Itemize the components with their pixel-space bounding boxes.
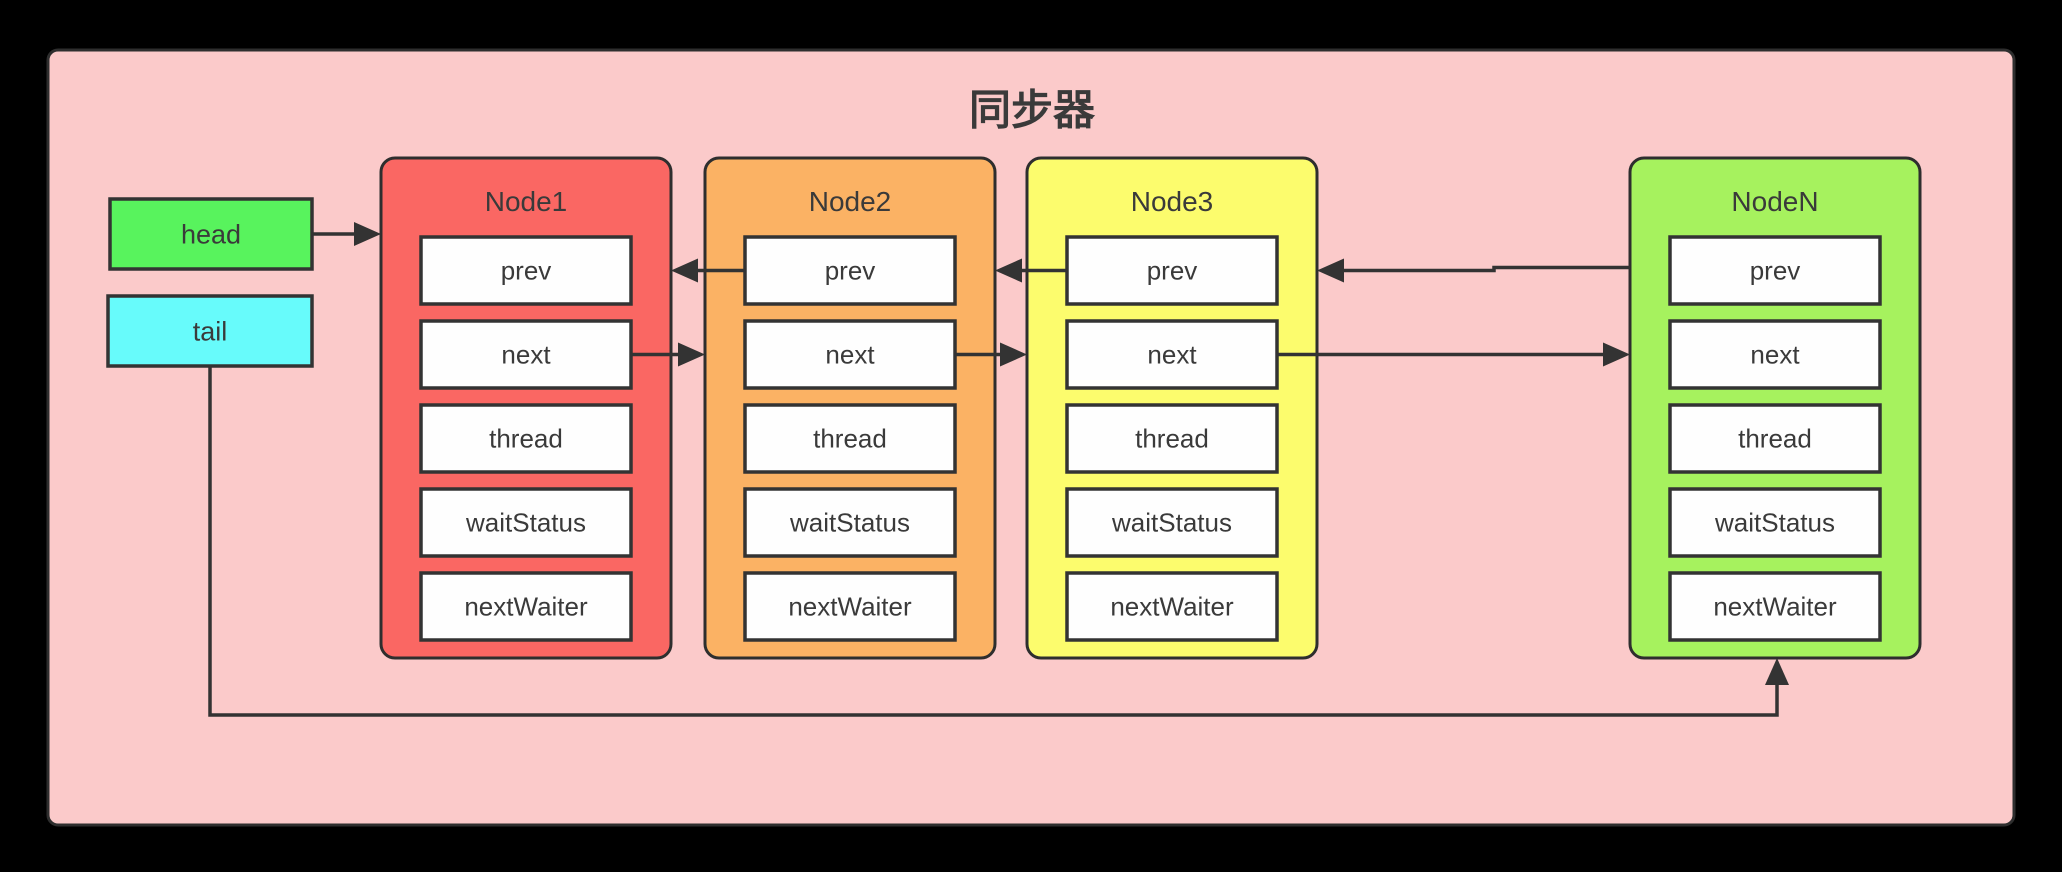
field-label-node3-prev: prev [1147, 256, 1198, 286]
field-box-nodeN-waitStatus [1668, 487, 1882, 558]
arrow-head-to-node1 [312, 222, 381, 246]
field-label-node2-next: next [825, 340, 875, 370]
arrow-tail-to-nodeN-line [208, 366, 1779, 717]
tail-pointer: tail [106, 294, 314, 368]
node-node3: Node3 prev next thread waitStatus nextWaiter [1025, 156, 1319, 660]
field-box-node3-nextWaiter [1065, 571, 1279, 642]
field-box-nodeN-nextWaiter [1668, 571, 1882, 642]
tail-pointer-label: tail [193, 316, 228, 346]
field-label-node3-thread: thread [1135, 424, 1209, 454]
field-label-node2-thread: thread [813, 424, 887, 454]
node-node1: Node1 prev next thread waitStatus nextWaiter [379, 156, 673, 660]
field-box-node3-thread [1065, 403, 1279, 474]
field-label-nodeN-nextWaiter: nextWaiter [1713, 592, 1837, 622]
arrow-node2-next-to-node3 [955, 342, 1027, 367]
field-label-node1-waitStatus: waitStatus [465, 508, 586, 538]
field-box-node1-prev [419, 235, 633, 306]
arrow-node3-prev-to-node2-arrowhead-icon [995, 258, 1022, 283]
arrow-node1-next-to-node2-arrowhead-icon [678, 342, 705, 367]
arrow-node2-prev-to-node1 [671, 258, 745, 283]
field-label-node3-nextWaiter: nextWaiter [1110, 592, 1234, 622]
field-label-node2-waitStatus: waitStatus [789, 508, 910, 538]
field-box-node1-next [419, 319, 633, 390]
arrow-nodeN-prev-to-node3-line [1342, 265, 1630, 273]
field-label-node2-prev: prev [825, 256, 876, 286]
arrow-node3-next-to-nodeN [1277, 342, 1630, 367]
arrow-tail-to-nodeN [208, 366, 1789, 717]
field-box-node3-next [1065, 319, 1279, 390]
field-box-node1-waitStatus [419, 487, 633, 558]
arrow-node3-prev-to-node2 [995, 258, 1067, 283]
node-title-node1: Node1 [485, 186, 568, 217]
tail-pointer-box [106, 294, 314, 368]
field-box-node1-thread [419, 403, 633, 474]
arrow-node3-next-to-nodeN-arrowhead-icon [1603, 342, 1630, 367]
field-label-node1-thread: thread [489, 424, 563, 454]
diagram-title: 同步器 [969, 87, 1096, 134]
field-box-node2-waitStatus [743, 487, 957, 558]
node-nodeN: NodeN prev next thread waitStatus nextWaiter [1628, 156, 1922, 660]
field-label-nodeN-prev: prev [1750, 256, 1801, 286]
field-box-node2-nextWaiter [743, 571, 957, 642]
field-box-nodeN-next [1668, 319, 1882, 390]
arrow-nodeN-prev-to-node3 [1317, 258, 1630, 283]
head-pointer: head [108, 197, 314, 271]
field-label-node3-waitStatus: waitStatus [1111, 508, 1232, 538]
field-label-node2-nextWaiter: nextWaiter [788, 592, 912, 622]
head-pointer-label: head [181, 219, 241, 249]
field-box-node2-thread [743, 403, 957, 474]
head-pointer-box [108, 197, 314, 271]
node-node2: Node2 prev next thread waitStatus nextWaiter [703, 156, 997, 660]
arrow-tail-to-nodeN-arrowhead-icon [1765, 658, 1789, 685]
arrow-node2-prev-to-node1-arrowhead-icon [671, 258, 698, 283]
field-label-nodeN-thread: thread [1738, 424, 1812, 454]
arrow-nodeN-prev-to-node3-arrowhead-icon [1317, 258, 1344, 283]
field-box-node2-next [743, 319, 957, 390]
field-label-node1-prev: prev [501, 256, 552, 286]
field-label-node3-next: next [1147, 340, 1197, 370]
arrow-node2-next-to-node3-arrowhead-icon [1000, 342, 1027, 367]
node-title-node3: Node3 [1131, 186, 1214, 217]
arrow-head-to-node1-arrowhead-icon [354, 222, 381, 246]
arrow-node1-next-to-node2 [631, 342, 705, 367]
field-box-node1-nextWaiter [419, 571, 633, 642]
field-box-nodeN-thread [1668, 403, 1882, 474]
field-label-node1-nextWaiter: nextWaiter [464, 592, 588, 622]
field-box-node3-waitStatus [1065, 487, 1279, 558]
field-label-nodeN-waitStatus: waitStatus [1714, 508, 1835, 538]
field-box-nodeN-prev [1668, 235, 1882, 306]
field-label-node1-next: next [501, 340, 551, 370]
field-label-nodeN-next: next [1750, 340, 1800, 370]
node-title-nodeN: NodeN [1731, 186, 1818, 217]
node-title-node2: Node2 [809, 186, 892, 217]
field-box-node2-prev [743, 235, 957, 306]
